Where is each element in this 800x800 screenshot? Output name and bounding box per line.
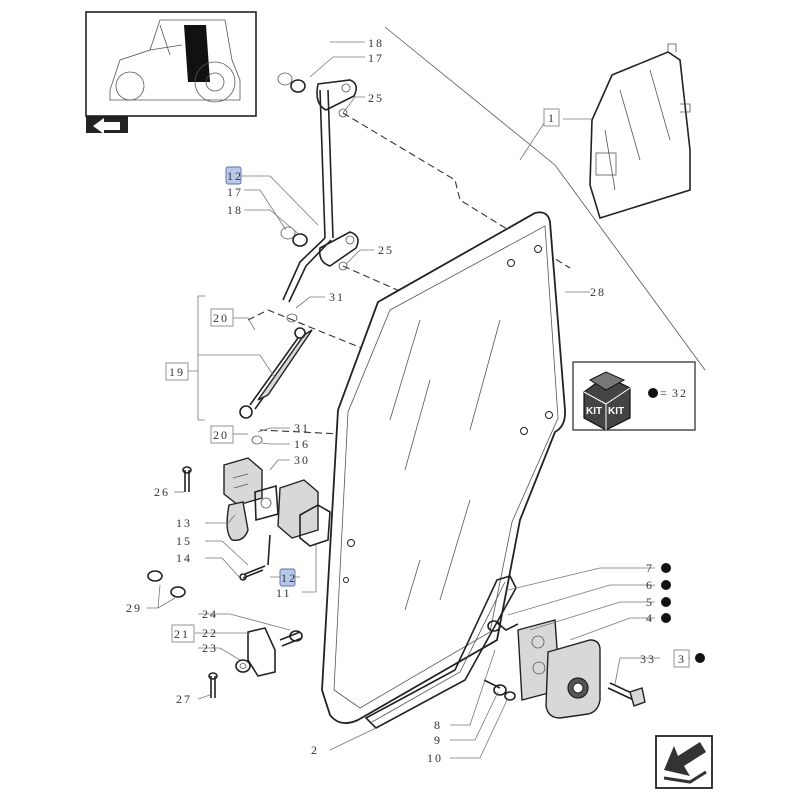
door-rod-assembly [277,72,359,303]
callout-30: 30 [294,453,310,467]
callout-box-20-lower[interactable] [210,425,234,444]
callout-6: 6 [646,578,654,592]
callout-box-1[interactable] [543,108,560,127]
door-latch-assembly [223,457,331,581]
callout-10: 10 [427,751,443,765]
callout-26: 26 [154,485,170,499]
callout-18-lower: 18 [227,203,243,217]
callout-32: 32 [672,386,688,400]
callout-7: 7 [646,561,654,575]
callout-12-upper: 12 [227,169,243,183]
callout-5: 5 [646,595,654,609]
door-overview-icon [589,43,691,220]
callout-box-3[interactable] [673,649,690,668]
lower-bracket [235,627,303,677]
callout-25-lower: 25 [378,243,394,257]
callout-24: 24 [202,607,218,621]
small-bolts [147,466,218,698]
callout-22: 22 [202,626,218,640]
callout-33: 33 [640,652,656,666]
callout-13: 13 [176,516,192,530]
tractor-thumbnail-icon[interactable] [85,11,257,117]
callout-box-12-upper[interactable] [225,166,242,185]
callout-28: 28 [590,285,606,299]
callout-15: 15 [176,534,192,548]
kit-word-left: KIT [586,406,602,417]
callout-16: 16 [294,437,310,451]
next-page-arrow-icon[interactable] [655,735,713,789]
callout-27: 27 [176,692,192,706]
kit-part-markers [661,563,705,663]
leader-lines [147,41,690,759]
callout-1: 1 [548,111,556,125]
callout-2: 2 [311,743,319,757]
callout-9: 9 [434,733,442,747]
callout-8: 8 [434,718,442,732]
door-handle-assembly [483,619,646,719]
callout-17-upper: 17 [368,51,384,65]
callout-18-upper: 18 [368,36,384,50]
gas-strut [239,313,313,445]
callout-14: 14 [176,551,192,565]
callout-17-lower: 17 [227,185,243,199]
kit-equals: = [660,386,669,400]
callout-12-lower: 12 [281,571,297,585]
kit-word-right: KIT [608,406,624,417]
kit-legend: KIT KIT = 32 [572,361,696,431]
callout-21: 21 [174,627,190,641]
door-glass-panel [321,211,566,724]
callout-23: 23 [202,641,218,655]
callout-20-lower: 20 [213,428,229,442]
callout-4: 4 [646,611,654,625]
callout-box-19[interactable] [165,362,189,381]
callout-box-12-lower[interactable] [279,568,296,587]
callout-31-upper: 31 [329,290,345,304]
callout-29: 29 [126,601,142,615]
callout-box-21[interactable] [171,624,195,643]
callout-25-upper: 25 [368,91,384,105]
callout-11: 11 [276,586,292,600]
callout-box-20-upper[interactable] [210,308,234,327]
callout-20-upper: 20 [213,311,229,325]
callout-19: 19 [169,365,185,379]
callout-31-lower: 31 [294,421,310,435]
previous-page-arrow-icon[interactable] [86,116,128,134]
callout-3: 3 [678,652,686,666]
door-seal-strip [364,575,517,729]
